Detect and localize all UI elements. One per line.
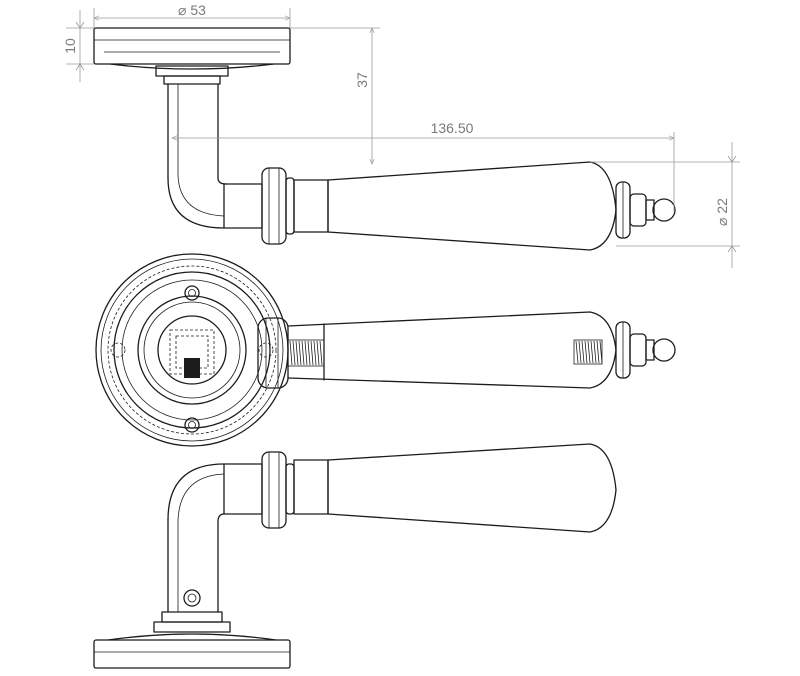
spindle-thread-hatching [289,340,603,366]
bottom-rose-plate [93,639,291,669]
dim-grip-diameter: ⌀ 22 [714,198,730,226]
screw-hole-top [184,285,200,301]
screw-hole-bottom [184,417,200,433]
ferrule [293,179,329,233]
dim-rose-to-lever: 37 [354,72,370,88]
elbow [167,177,225,229]
rose-plate [93,27,291,65]
front-lever-grip [287,311,617,389]
bottom-collar [261,451,287,529]
dim-rose-thickness: 10 [62,38,78,54]
dim-lever-length: 136.50 [431,120,474,136]
dimension-annotations: ⌀ 53 10 37 136.50 ⌀ 22 [62,2,740,268]
finial-knob [652,198,676,222]
top-view [93,27,676,251]
spindle-boss [157,315,227,385]
grub-screw-hole [183,589,201,607]
bottom-view [93,443,617,669]
grub-screw [573,339,603,365]
rose-collar [155,65,229,77]
rose-base-curve [109,63,275,70]
front-view [95,253,676,447]
neck-sleeve [223,183,263,229]
dim-rose-diameter: ⌀ 53 [178,2,206,18]
lever-collar [261,167,287,245]
lever-grip [327,161,617,251]
